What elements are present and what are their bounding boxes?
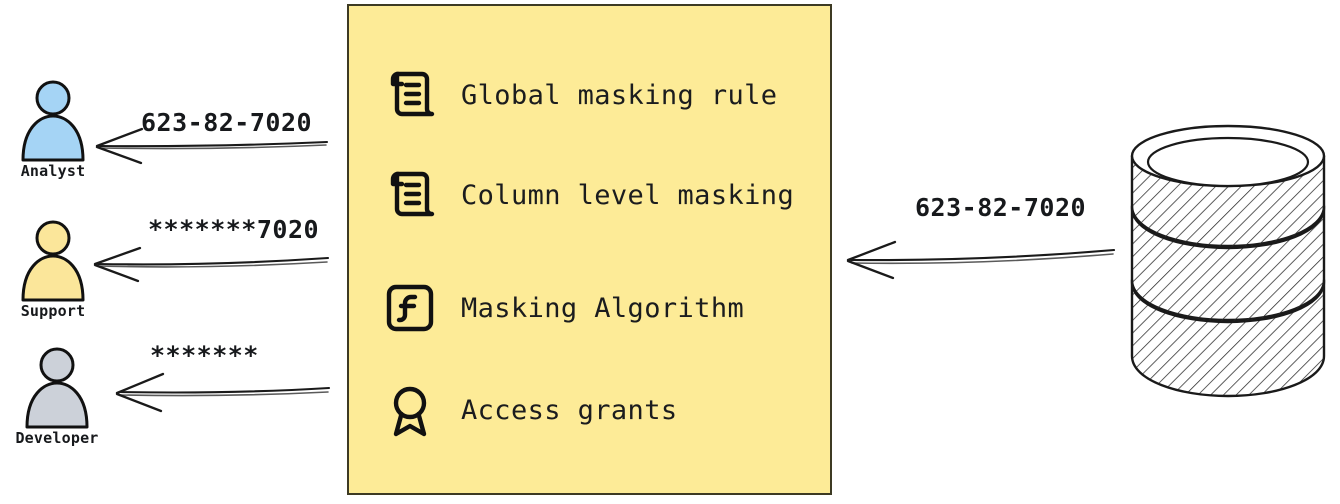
policy-row-label: Global masking rule bbox=[461, 79, 778, 111]
arrow-to-developer bbox=[115, 372, 331, 413]
scroll-document-icon bbox=[390, 71, 435, 117]
developer-value-label: ******* bbox=[150, 341, 259, 370]
actor-support[interactable]: Support bbox=[0, 218, 108, 320]
policy-row[interactable]: Column level masking bbox=[382, 166, 794, 224]
policy-panel: Global masking rule Column level masking bbox=[347, 4, 832, 495]
person-icon bbox=[25, 347, 89, 429]
policy-row-label: Column level masking bbox=[461, 179, 795, 211]
person-icon bbox=[21, 220, 85, 302]
actor-developer[interactable]: Developer bbox=[2, 345, 112, 447]
policy-row[interactable]: Access grants bbox=[382, 381, 678, 439]
actor-label: Analyst bbox=[20, 162, 86, 180]
function-box-icon bbox=[386, 284, 434, 332]
support-value-label: *******7020 bbox=[148, 215, 320, 244]
arrow-db-to-panel bbox=[846, 240, 1116, 280]
policy-row-label: Masking Algorithm bbox=[461, 292, 745, 324]
policy-row-label: Access grants bbox=[461, 394, 678, 426]
arrow-to-support bbox=[93, 246, 330, 283]
actor-analyst[interactable]: Analyst bbox=[0, 78, 108, 180]
analyst-value-label: 623-82-7020 bbox=[141, 108, 313, 137]
policy-row[interactable]: Global masking rule bbox=[382, 66, 777, 124]
scroll-document-icon bbox=[390, 171, 435, 217]
database-cylinder-icon bbox=[1130, 124, 1326, 398]
person-icon bbox=[21, 80, 85, 162]
database-value-label: 623-82-7020 bbox=[915, 193, 1087, 222]
actor-label: Developer bbox=[15, 429, 99, 447]
actor-label: Support bbox=[20, 302, 86, 320]
policy-row[interactable]: Masking Algorithm bbox=[382, 279, 744, 337]
award-ribbon-icon bbox=[393, 386, 427, 437]
